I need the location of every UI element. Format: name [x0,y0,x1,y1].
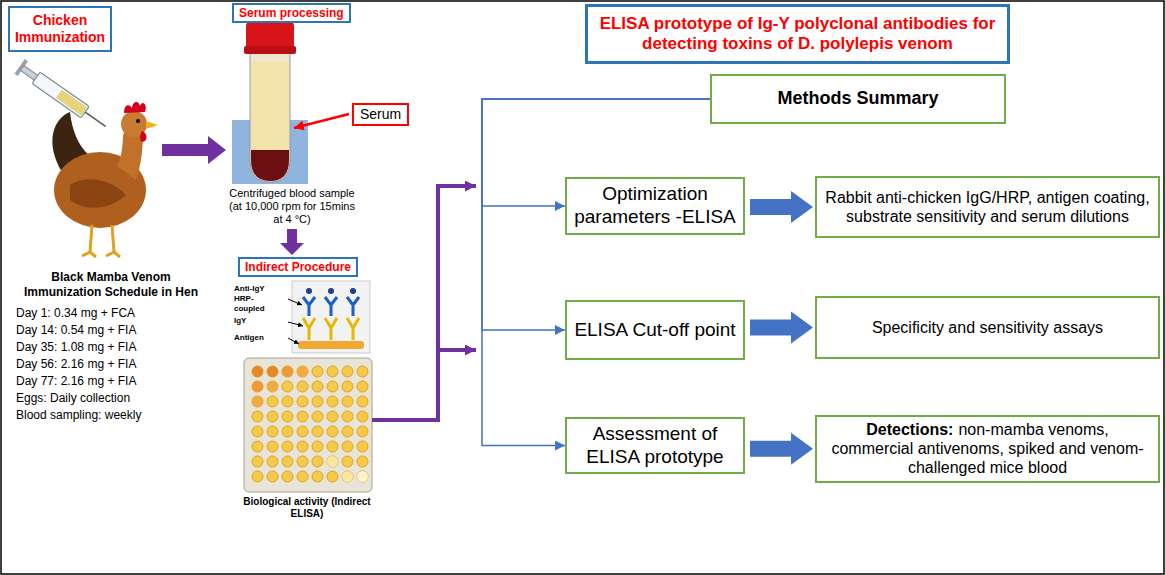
syringe-needle [85,112,105,126]
process-box: Optimization parameters -ELISA [565,177,745,235]
process-box: Assessment of ELISA prototype [565,417,745,474]
part-label: IgY [234,316,284,326]
plate-frame [244,358,372,492]
detail-box: Rabbit anti-chicken IgG/HRP, antigen coa… [815,176,1160,238]
box-text: Serum [360,106,401,123]
section-heading: Serum processing [232,3,351,23]
image-caption: Centrifuged blood sample (at 10,000 rpm … [226,187,358,226]
plate-well [357,471,368,482]
detail-box: Specificity and sensitivity assays [815,296,1160,359]
part-label: Anti-IgY HRP-coupled [234,284,284,314]
plate-well [252,366,263,377]
detail-box: Detections:non-mamba venoms, commercial … [815,415,1160,483]
syringe-liquid [56,90,87,116]
hrp-dot [350,288,356,294]
plate-well [252,381,263,392]
callout-box: Serum [352,103,409,126]
igy-symbols [303,318,359,340]
hen-comb [124,102,146,113]
block-arrow [750,312,813,344]
box-text: Indirect Procedure [245,260,351,274]
hen-legs [82,225,120,257]
schedule-item: Day 14: 0.54 mg + FIA [16,323,206,338]
summary-box: Methods Summary [710,74,1006,124]
syringe-barrel [32,72,89,118]
schedule-item: Day 35: 1.08 mg + FIA [16,340,206,355]
box-text: Serum processing [239,6,344,20]
process-arrow [280,229,304,255]
plate-well [282,366,293,377]
serum-pointer [294,114,349,128]
plate-well [297,366,308,377]
schedule-item: Day 56: 2.16 mg + FIA [16,357,206,372]
block-arrow [750,433,813,465]
schematic-background [292,281,370,353]
block-arrow [750,191,813,223]
box-text: Assessment of ELISA prototype [570,423,740,469]
section-heading: Indirect Procedure [238,257,358,277]
image-caption: Biological activity (Indirect ELISA) [240,496,374,520]
part-label: Antigen [234,333,284,343]
box-text: ELISA prototype of Ig-Y polyclonal antib… [596,14,999,55]
plate-well [252,396,263,407]
hrp-dot [306,288,312,294]
plate-wells [250,364,370,484]
blood-clot [251,150,289,181]
indirect-elisa-schematic [288,281,370,353]
process-arrow [438,350,476,420]
schedule-item: Day 77: 2.16 mg + FIA [16,374,206,389]
plate-well [342,471,353,482]
elisa-plate-illustration [244,358,372,492]
box-text: Rabbit anti-chicken IgG/HRP, antigen coa… [825,188,1150,226]
hen-wattle [140,131,146,142]
box-text: Methods Summary [777,88,938,110]
schedule-item: Blood sampling: weekly [16,408,206,423]
tube-cap-rim [244,46,296,54]
tube-body [250,50,290,182]
anti-igy-symbols [303,297,359,316]
detail-heading: Detections: [866,421,953,438]
title-box: ELISA prototype of Ig-Y polyclonal antib… [585,4,1010,64]
plate-well [267,366,278,377]
box-text: Specificity and sensitivity assays [872,318,1103,337]
schedule-heading: Black Mamba Venom Immunization Schedule … [14,270,208,300]
plate-well [327,456,338,467]
box-text: Chicken Immunization [14,12,106,46]
hen-eye [136,119,140,123]
process-arrow [162,136,226,164]
connector-arrow [482,99,710,446]
process-box: ELISA Cut-off point [565,300,745,360]
box-text: ELISA Cut-off point [574,319,735,342]
schedule-item: Eggs: Daily collection [16,391,206,406]
hen-beak [146,121,158,129]
leader-line [288,322,303,326]
text-line: Detections:non-mamba venoms, commercial … [825,420,1150,478]
process-arrow [372,186,476,420]
leader-line [288,299,302,305]
plate-well [267,381,278,392]
blood-tube-illustration [232,22,308,184]
schedule-item: Day 1: 0.34 mg + FCA [16,306,206,321]
antigen-layer [298,341,364,349]
serum-layer [251,62,289,150]
section-heading: Chicken Immunization [8,6,112,52]
hen-illustration [52,102,158,257]
hrp-dot [328,288,334,294]
leader-line [288,338,299,344]
box-text: Optimization parameters -ELISA [570,183,740,229]
hen-wing [70,179,126,208]
